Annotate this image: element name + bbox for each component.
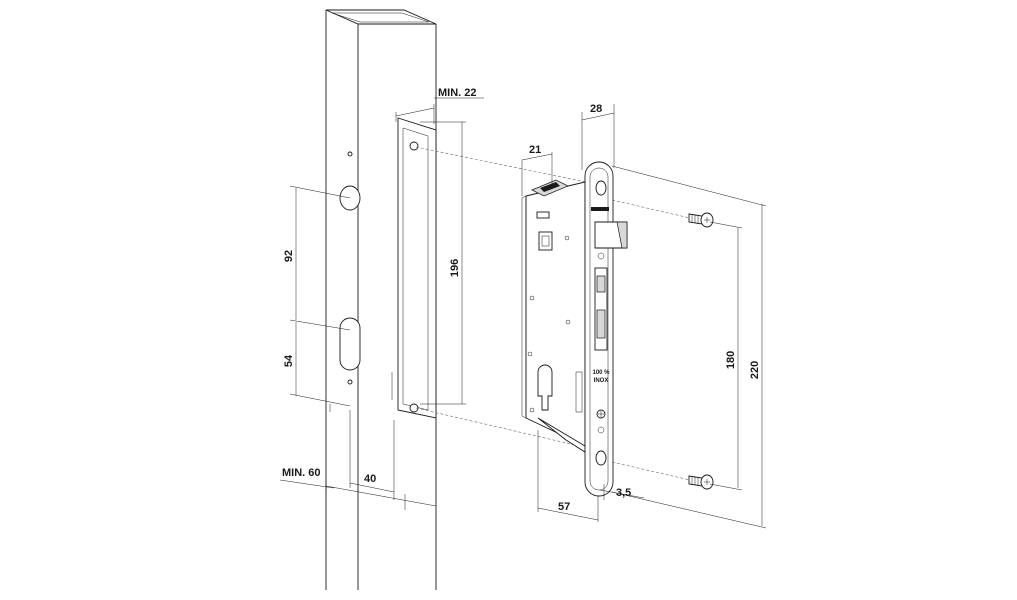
post-top-inner (331, 12, 430, 23)
faceplate-bolt-part-1 (596, 275, 606, 293)
dim-180-ext-2 (709, 483, 743, 491)
dim-220-label: 220 (749, 361, 761, 379)
dim-min-22: MIN. 22 (395, 87, 484, 124)
dim-180-ext-1 (709, 221, 743, 229)
post-front-hole-bottom (409, 403, 419, 413)
dim-57-line (537, 507, 599, 521)
dim-3-5: 3,5 (599, 484, 645, 500)
dim-21-label: 21 (529, 144, 541, 156)
dim-3-5-line (599, 489, 645, 499)
dim-28-label: 28 (590, 103, 602, 115)
screw-top-shank (688, 213, 703, 225)
dim-92-ext-2 (289, 319, 351, 331)
screw-top (688, 212, 714, 228)
lock-rivet-4 (527, 351, 533, 357)
dim-min-60-leader (279, 479, 335, 489)
faceplate-material-line2: INOX (594, 378, 609, 384)
faceplate-bolt-part-2 (596, 309, 606, 339)
dim-40-label: 40 (364, 473, 376, 485)
lock-cylinder-cutout (537, 364, 553, 411)
align-line-top (415, 146, 606, 187)
lock-rivet-3 (565, 319, 571, 325)
lock-label (536, 211, 550, 219)
lock-rivet-1 (564, 235, 570, 241)
lock-case-rail (575, 371, 583, 413)
post-cylinder-slot (339, 317, 361, 371)
dim-92-label: 92 (283, 250, 295, 262)
dim-57: 57 (537, 430, 599, 522)
dim-min-60: MIN. 60 (279, 467, 437, 510)
post-front-hole-top (409, 141, 419, 151)
dim-min-60-label: MIN. 60 (282, 467, 321, 479)
screw-bottom-shank (688, 475, 703, 487)
faceplate-hole-bottom (595, 450, 607, 466)
lock-case-side (521, 195, 527, 419)
mortise-lock (521, 179, 586, 453)
dim-40: 40 (349, 410, 395, 500)
dim-21: 21 (521, 144, 553, 196)
dim-180-label: 180 (725, 351, 737, 369)
dim-min-60-line (325, 485, 437, 507)
dim-180: 180 (709, 221, 743, 491)
dim-220-ext-1 (611, 165, 767, 207)
dim-min-22-line (395, 107, 435, 117)
lock-rivet-2 (529, 295, 535, 301)
dim-28-line (581, 112, 615, 121)
faceplate-screw-3 (597, 426, 605, 434)
dim-220-ext-2 (611, 491, 767, 529)
dim-54-label: 54 (283, 354, 295, 367)
post-front-slot-inner (402, 127, 429, 411)
dim-54-ext (289, 393, 351, 407)
faceplate: 100 % INOX (584, 161, 628, 497)
dim-40-line (349, 482, 395, 493)
dim-21-line (521, 153, 553, 161)
align-line-screw-bottom (611, 461, 691, 481)
post-screw-hole-bottom (347, 379, 353, 385)
faceplate-latch-bevel (616, 221, 628, 249)
dim-196-label: 196 (449, 259, 461, 277)
post-front-slot (397, 117, 437, 419)
gate-post (325, 9, 437, 590)
faceplate-screw-1 (597, 252, 605, 260)
dim-92: 92 (283, 185, 351, 331)
dim-54: 54 (283, 322, 351, 407)
faceplate-brand-plate (591, 207, 609, 211)
dim-220: 220 (611, 165, 767, 529)
dim-min-22-label: MIN. 22 (438, 87, 477, 99)
screw-bottom (688, 474, 714, 490)
lock-follower-hole (538, 231, 553, 251)
dim-57-label: 57 (558, 501, 570, 513)
lock-follower-inner (541, 235, 550, 247)
faceplate-hole-top (595, 180, 607, 196)
lock-latch-dark (540, 182, 560, 192)
dim-196: 196 (420, 121, 466, 405)
align-line-screw-top (611, 199, 691, 219)
dim-92-ext-1 (289, 185, 351, 199)
faceplate-inner (589, 167, 609, 491)
dim-28: 28 (581, 103, 615, 170)
lock-rivet-5 (529, 407, 535, 413)
dim-3-5-label: 3,5 (616, 487, 631, 499)
post-screw-hole-top (347, 151, 353, 157)
faceplate-material-line1: 100 % (592, 370, 610, 376)
